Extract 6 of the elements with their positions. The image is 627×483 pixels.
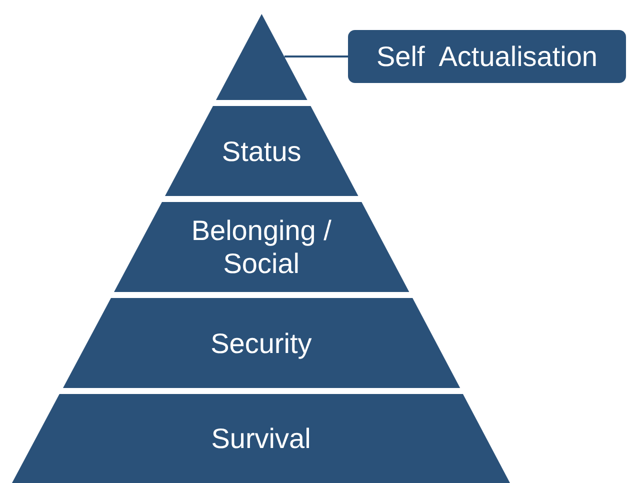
level-label: Survival bbox=[210, 422, 312, 455]
level-label: Security bbox=[210, 326, 313, 360]
label-box: Self Actualisation bbox=[348, 30, 626, 83]
level-label: Belonging / Social bbox=[190, 214, 332, 280]
leader-line bbox=[284, 56, 348, 58]
level-label: Status bbox=[220, 134, 302, 168]
